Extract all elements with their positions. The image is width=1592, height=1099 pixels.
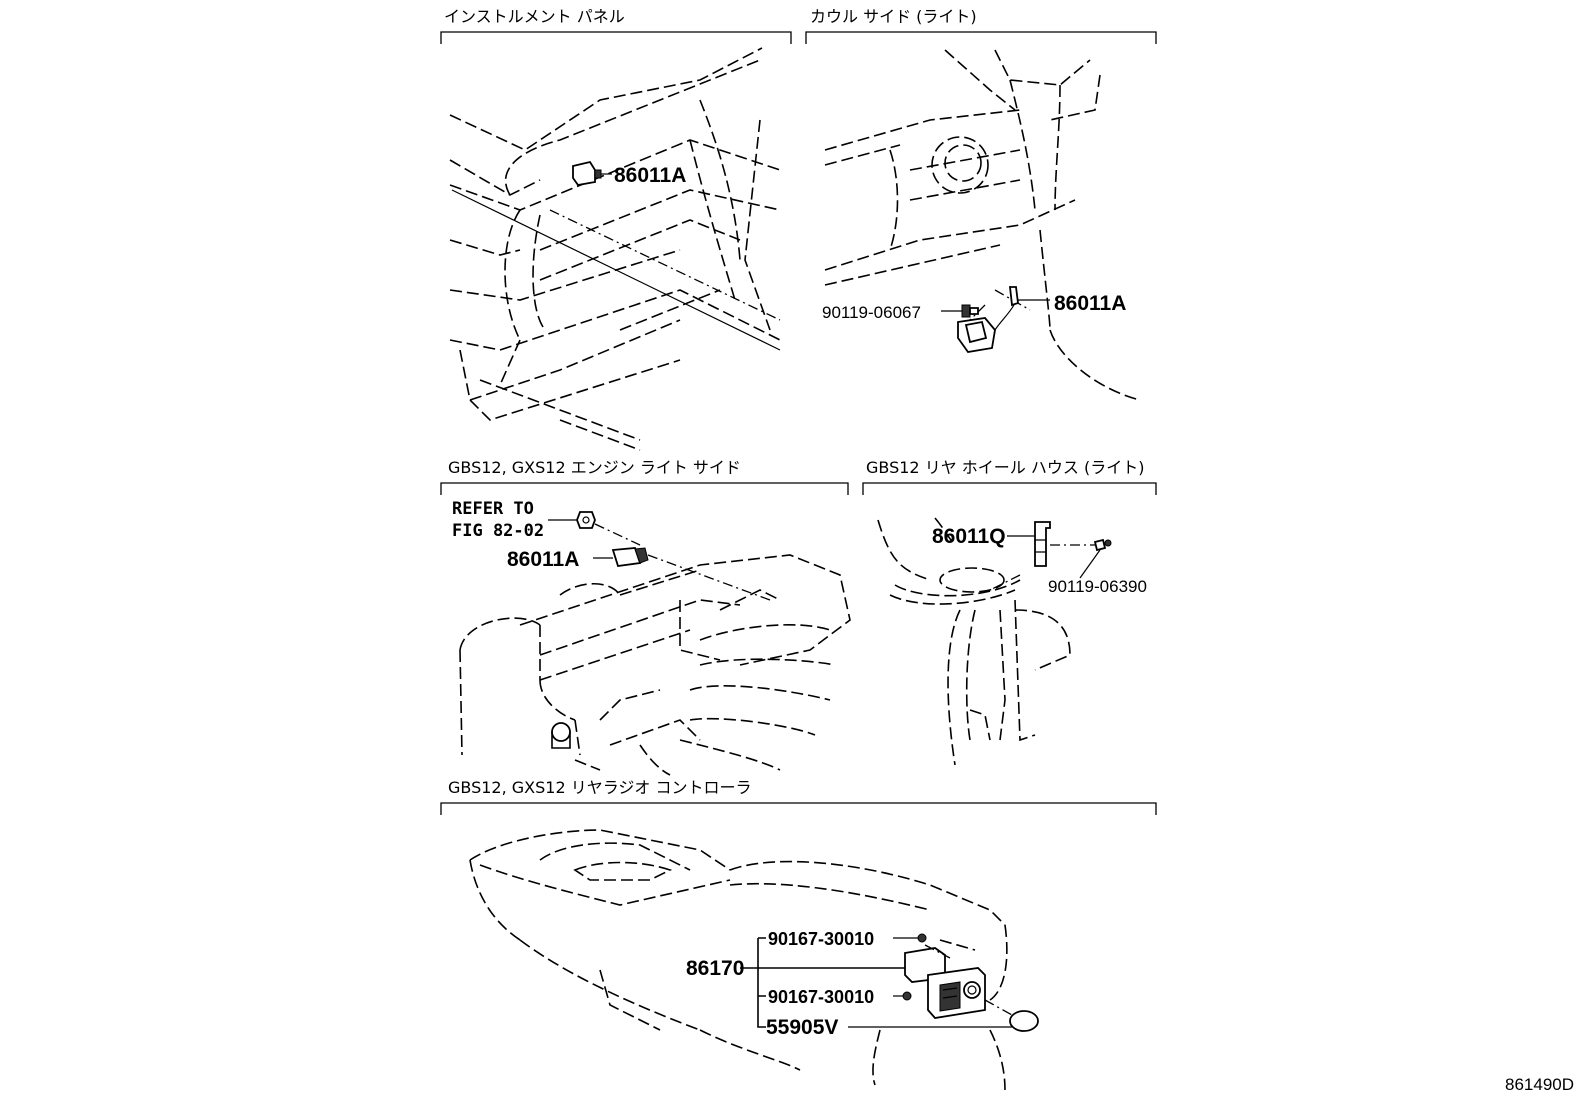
part-label-86011A-cowl[interactable]: 86011A: [1054, 292, 1126, 315]
screw-lower: [893, 991, 912, 1001]
section-title-instrument-panel: インストルメント パネル: [444, 7, 625, 26]
engine-drawing: [459, 554, 851, 776]
section-title-rear-wheel-house: GBS12 リヤ ホイール ハウス (ライト): [866, 458, 1144, 477]
section-cowl-side: カウル サイド (ライト) 90119-0606: [805, 7, 1157, 401]
part-label-90167-30010-upper[interactable]: 90167-30010: [768, 929, 874, 949]
section-bracket: [440, 31, 792, 44]
refer-fig-label[interactable]: FIG 82-02: [452, 521, 544, 541]
sensor-86011Q: [1007, 521, 1051, 567]
instrument-panel-drawing: [449, 47, 781, 451]
sensor-86011A-engine: [593, 547, 649, 567]
section-bracket: [862, 482, 1157, 495]
section-title-engine-light-side: GBS12, GXS12 エンジン ライト サイド: [448, 458, 741, 477]
part-label-86011Q[interactable]: 86011Q: [932, 525, 1006, 548]
wheel-house-drawing: [877, 517, 1071, 766]
section-title-cowl-side: カウル サイド (ライト): [810, 7, 977, 26]
knob-cap: [848, 1010, 1039, 1032]
section-instrument-panel: インストルメント パネル: [440, 7, 792, 451]
radio-controller-unit: [904, 947, 986, 1019]
part-label-86170[interactable]: 86170: [686, 957, 744, 980]
bolt-90119-06390: [1079, 538, 1112, 579]
section-engine-light-side: GBS12, GXS12 エンジン ライト サイド REFER TO FIG 8…: [440, 458, 851, 776]
section-rear-radio-controller: GBS12, GXS12 リヤラジオ コントローラ: [440, 778, 1157, 1091]
section-title-rear-radio-controller: GBS12, GXS12 リヤラジオ コントローラ: [448, 778, 752, 797]
clip-86011A-panel: [572, 160, 612, 186]
part-label-86011A-engine[interactable]: 86011A: [507, 548, 579, 571]
assembly-bracket: [740, 937, 905, 1028]
screw-upper: [893, 933, 927, 943]
sensor-86011A-cowl: [957, 286, 1050, 353]
section-rear-wheel-house: GBS12 リヤ ホイール ハウス (ライト) 86011Q 90119-063…: [862, 458, 1157, 766]
bolt-90119-06067: [941, 304, 979, 318]
section-bracket: [440, 802, 1157, 815]
section-bracket: [440, 482, 849, 495]
console-drawing: [469, 829, 1008, 1091]
figure-code: 861490D: [1505, 1075, 1574, 1094]
part-label-55905V[interactable]: 55905V: [766, 1016, 838, 1039]
section-bracket: [805, 31, 1157, 44]
part-label-90167-30010-lower[interactable]: 90167-30010: [768, 987, 874, 1007]
part-label-90119-06390[interactable]: 90119-06390: [1048, 577, 1147, 596]
part-label-90119-06067[interactable]: 90119-06067: [822, 303, 921, 322]
refer-to-label: REFER TO: [452, 499, 534, 519]
part-label-86011A-panel[interactable]: 86011A: [614, 164, 686, 187]
nut-refer: [576, 511, 596, 529]
